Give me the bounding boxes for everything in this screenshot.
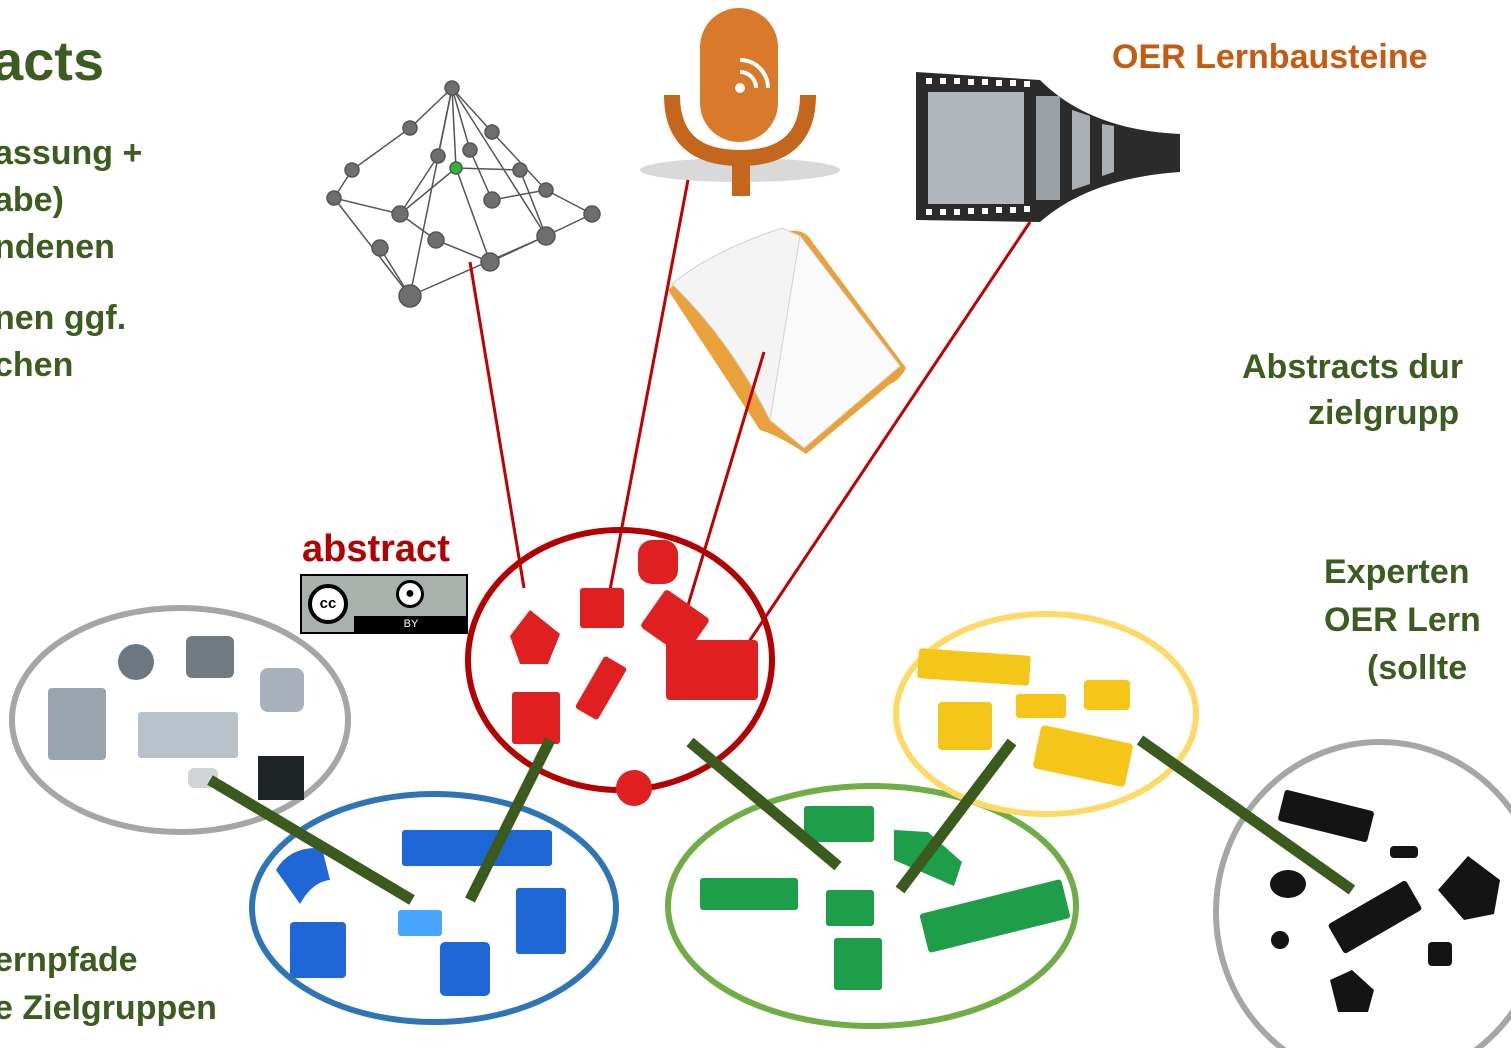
right-description-2: Experten OER Lern (sollte: [1324, 548, 1481, 692]
oer-header: OER Lernbausteine: [1112, 38, 1428, 76]
blue-bricks: [276, 830, 566, 996]
ring-yellow: [893, 611, 1199, 817]
green-bricks: [700, 806, 1071, 990]
cc-by-license-badge[interactable]: cc ● BY: [300, 574, 468, 634]
red-bricks: [510, 540, 758, 806]
podcast-microphone-icon: [640, 8, 840, 196]
black-bricks: [1270, 789, 1500, 1012]
right-1-line: Abstracts dur: [1242, 348, 1464, 386]
bottom-left-description: ernpfade e Zielgruppen: [0, 936, 217, 1032]
by-label: BY: [354, 616, 468, 632]
left-line: ndenen: [0, 228, 115, 266]
bottom-left-line: ernpfade: [0, 941, 138, 979]
right-2-line: (sollte: [1367, 649, 1468, 687]
left-line-spacer: [0, 271, 142, 295]
ring-gray-right: [1213, 739, 1511, 1048]
bottom-left-line: e Zielgruppen: [0, 989, 217, 1027]
ring-gray-left: [9, 605, 351, 835]
yellow-bricks: [917, 648, 1133, 787]
attribution-person-icon: ●: [396, 580, 424, 608]
right-description-1: Abstracts dur zielgrupp: [1242, 344, 1463, 436]
right-1-line: zielgrupp: [1308, 394, 1460, 432]
left-line: assung +: [0, 134, 143, 172]
red-connectors: [468, 179, 1032, 677]
page-title: acts: [0, 29, 105, 92]
ring-blue: [249, 791, 619, 1025]
left-line: abe): [0, 181, 64, 219]
open-book-icon: [668, 227, 906, 454]
abstract-label: abstract: [302, 528, 450, 570]
right-2-line: OER Lern: [1324, 601, 1481, 639]
green-connectors: [207, 735, 1356, 905]
cc-icon: cc: [308, 584, 348, 624]
network-graph-icon: [326, 80, 601, 308]
gray-bricks: [48, 636, 304, 800]
left-line: nen ggf.: [0, 299, 127, 337]
left-description: assung + abe) ndenen nen ggf. chen: [0, 130, 142, 389]
film-strip-icon: [916, 72, 1180, 222]
ring-green: [665, 783, 1079, 1029]
left-line: chen: [0, 346, 74, 384]
right-2-line: Experten: [1324, 553, 1470, 591]
